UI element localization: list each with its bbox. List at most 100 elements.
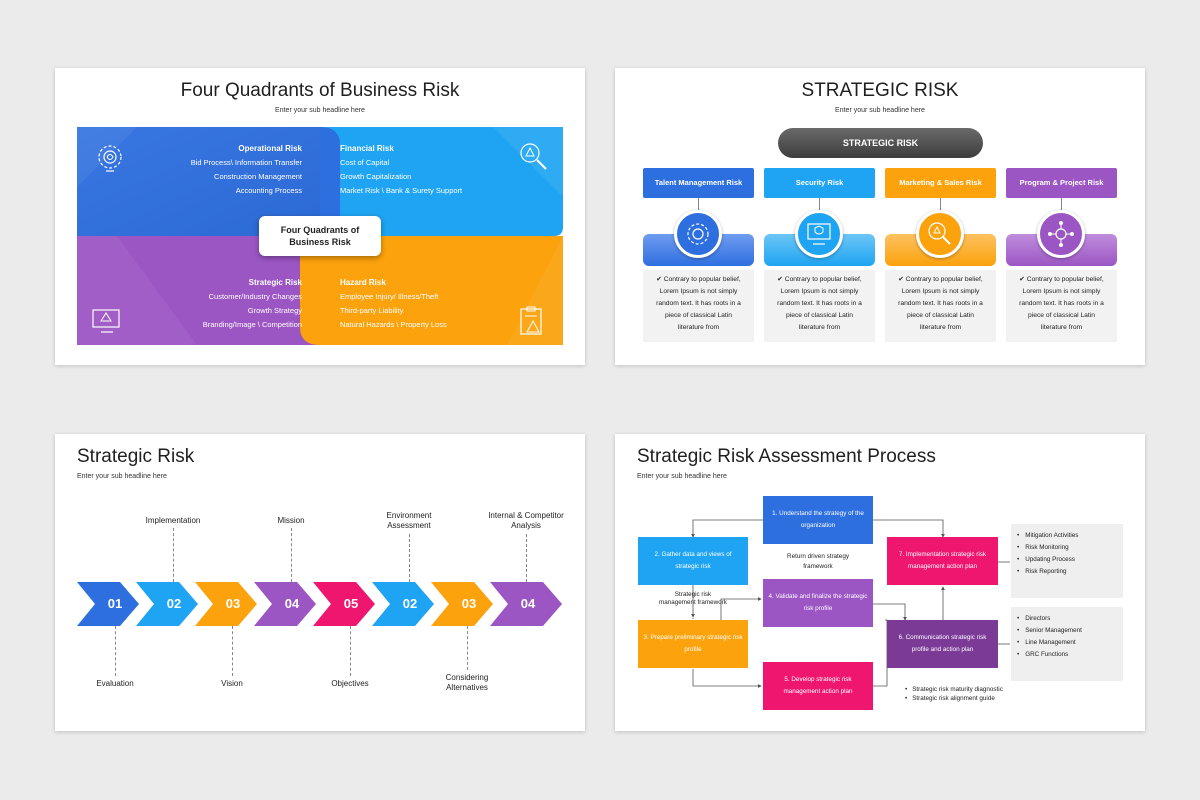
financial-item: Market Risk \ Bank & Surety Support (340, 186, 463, 195)
step-number: 02 (166, 596, 182, 611)
magnifier-warning-icon (520, 143, 547, 170)
category-program-project: Program & Project Risk (1006, 168, 1117, 198)
magnifier-warning-icon (916, 210, 964, 258)
connector-line (1061, 198, 1062, 212)
chevron-step (254, 582, 316, 626)
audience-list-panel: Directors Senior Management Line Managem… (1011, 607, 1123, 681)
clipboard-warning-icon (520, 306, 542, 335)
hazard-item: Employee Injury/ Illness/Theft (340, 292, 439, 301)
slide-title: Four Quadrants of Business Risk (180, 80, 460, 101)
process-box-7: 7. Implementation strategic risk managem… (887, 537, 998, 585)
slide-assessment-process[interactable]: Strategic Risk Assessment Process Enter … (615, 434, 1145, 731)
process-box-1: 1. Understand the strategy of the organi… (763, 496, 873, 544)
connector-line (409, 534, 410, 582)
description-line: literature from (1040, 324, 1083, 331)
hazard-heading: Hazard Risk (340, 278, 386, 287)
chevron-step (372, 582, 434, 626)
connector-line (350, 626, 351, 676)
description-line: random text. It has roots in a (656, 300, 741, 307)
step-number: 03 (461, 596, 477, 611)
chevron-step (77, 582, 139, 626)
description-line: Contrary to popular belief, (1026, 276, 1104, 283)
connector-line (232, 626, 233, 676)
description-line: Contrary to popular belief, (784, 276, 862, 283)
slide-strategic-risk-categories[interactable]: STRATEGIC RISK Enter your sub headline h… (615, 68, 1145, 365)
center-label-card: Four Quadrants of Business Risk (259, 216, 381, 256)
monitor-shield-icon (795, 210, 843, 258)
description-line: piece of classical Latin (907, 312, 974, 319)
slide-title: Strategic Risk Assessment Process (637, 446, 936, 467)
description-card: ✔ Contrary to popular belief, Lorem Ipsu… (885, 270, 996, 342)
category-marketing-sales: Marketing & Sales Risk (885, 168, 996, 198)
process-box-4: 4. Validate and finalize the strategic r… (763, 579, 873, 627)
list-item: Senior Management (1017, 625, 1123, 637)
label-implementation: Implementation (145, 516, 201, 525)
list-item: Risk Reporting (1017, 566, 1123, 578)
slide-strategic-risk-timeline[interactable]: Strategic Risk Enter your sub headline h… (55, 434, 585, 731)
check-icon: ✔ (777, 276, 783, 283)
financial-heading: Financial Risk (340, 144, 394, 153)
slide-subtitle: Enter your sub headline here (77, 473, 167, 480)
hazard-risk-text: Hazard Risk Employee Injury/ Illness/The… (340, 276, 500, 332)
check-icon: ✔ (898, 276, 904, 283)
connector-line (115, 626, 116, 676)
label-mission: Mission (277, 516, 305, 525)
description-line: Lorem Ipsum is not simply (659, 288, 738, 295)
connector-line (173, 528, 174, 582)
network-gear-icon (1037, 210, 1085, 258)
description-line: piece of classical Latin (665, 312, 732, 319)
slide-four-quadrants[interactable]: Four Quadrants of Business Risk Enter yo… (55, 68, 585, 365)
brain-gear-icon (674, 210, 722, 258)
connector-line (526, 534, 527, 582)
chevron-step (313, 582, 375, 626)
note-risk-management-framework: Strategic risk management framework (659, 591, 727, 606)
step-number: 02 (402, 596, 418, 611)
description-line: Lorem Ipsum is not simply (901, 288, 980, 295)
operational-item: Construction Management (214, 172, 302, 181)
operational-risk-text: Operational Risk Bid Process\ Informatio… (155, 142, 302, 198)
description-line: random text. It has roots in a (777, 300, 862, 307)
process-box-2: 2. Gather data and views of strategic ri… (638, 537, 748, 585)
category-talent-management: Talent Management Risk (643, 168, 754, 198)
list-item: Strategic risk alignment guide (905, 694, 1015, 703)
description-line: random text. It has roots in a (1019, 300, 1104, 307)
label-environment-assessment: Environment Assessment (386, 511, 432, 530)
chevron-step (490, 582, 562, 626)
description-card: ✔ Contrary to popular belief, Lorem Ipsu… (764, 270, 875, 342)
brain-gear-icon (98, 145, 122, 172)
step-number: 04 (520, 596, 536, 611)
step-number: 04 (284, 596, 300, 611)
hazard-quadrant (320, 236, 563, 345)
description-card: ✔ Contrary to popular belief, Lorem Ipsu… (643, 270, 754, 342)
connector-line (940, 198, 941, 212)
label-vision: Vision (221, 679, 243, 688)
description-line: literature from (798, 324, 841, 331)
description-line: Lorem Ipsum is not simply (780, 288, 859, 295)
slide-subtitle: Enter your sub headline here (637, 473, 727, 480)
label-internal-competitor-analysis: Internal & Competitor Analysis (488, 511, 564, 530)
label-evaluation: Evaluation (96, 679, 134, 688)
description-line: piece of classical Latin (786, 312, 853, 319)
operational-item: Bid Process\ Information Transfer (190, 158, 302, 167)
description-line: Contrary to popular belief, (663, 276, 741, 283)
description-card: ✔ Contrary to popular belief, Lorem Ipsu… (1006, 270, 1117, 342)
connector-line (291, 528, 292, 582)
description-line: random text. It has roots in a (898, 300, 983, 307)
slide-title: STRATEGIC RISK (801, 80, 959, 101)
strategic-item: Customer/Industry Changes (208, 292, 302, 301)
list-item: Strategic risk maturity diagnostic (905, 685, 1015, 694)
label-considering-alternatives: Considering Alternatives (445, 673, 489, 692)
description-line: Lorem Ipsum is not simply (1022, 288, 1101, 295)
step-number: 03 (225, 596, 241, 611)
step-number: 01 (107, 596, 123, 611)
chevron-step (136, 582, 198, 626)
hazard-item: Third-party Liability (340, 306, 404, 315)
operational-item: Accounting Process (235, 186, 302, 195)
financial-quadrant (320, 127, 563, 236)
center-label-line: Four Quadrants of (280, 225, 360, 235)
strategic-item: Growth Strategy (247, 306, 302, 315)
financial-item: Cost of Capital (340, 158, 390, 167)
hazard-item: Natural Hazards \ Property Loss (340, 320, 447, 329)
process-box-3: 3. Prepare preliminary strategic risk pr… (638, 620, 748, 668)
category-security: Security Risk (764, 168, 875, 198)
